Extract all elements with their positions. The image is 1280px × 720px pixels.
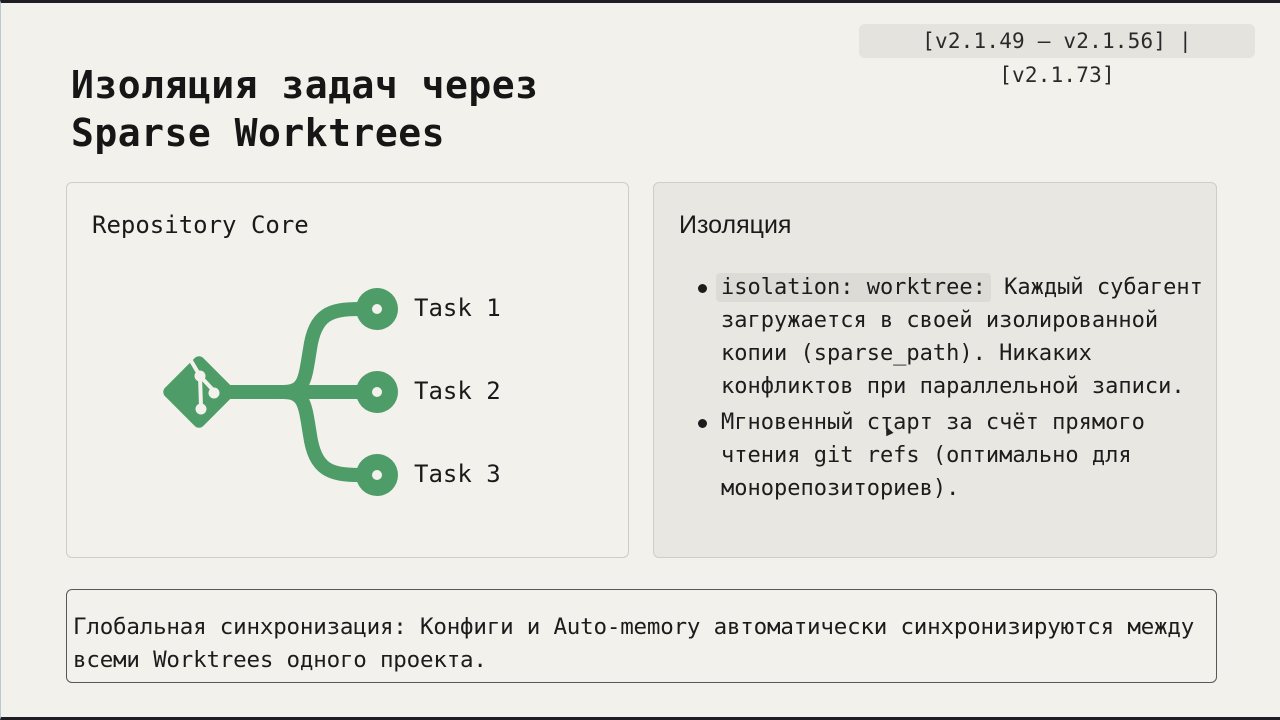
task-label-1: Task 1 (414, 294, 501, 322)
task-label-3: Task 3 (414, 460, 501, 488)
bullet-item-2: Мгновенный старт за счёт прямого чтения … (696, 406, 1206, 505)
bullet-item-1: isolation: worktree: Каждый субагент заг… (696, 271, 1206, 403)
task-node-2 (356, 371, 398, 413)
task-node-3 (356, 454, 398, 496)
task-node-1 (356, 288, 398, 330)
version-badge: [v2.1.49 – v2.1.56] | [v2.1.73] (859, 24, 1255, 87)
repository-core-card: Repository Core (66, 182, 629, 558)
worktree-branch-diagram (163, 288, 398, 496)
isolation-card: Изоляция isolation: worktree: Каждый суб… (653, 182, 1217, 558)
repository-core-title: Repository Core (92, 211, 309, 239)
global-sync-note: Глобальная синхронизация: Конфиги и Auto… (66, 589, 1217, 683)
isolation-title: Изоляция (679, 211, 792, 239)
task-label-2: Task 2 (414, 377, 501, 405)
page-title-line-2: Sparse Worktrees (71, 111, 446, 155)
page-title-line-1: Изоляция задач через (71, 63, 539, 107)
page-title: Изоляция задач через Sparse Worktrees (71, 61, 539, 157)
bullet-text-1: Каждый субагент загружается в своей изол… (721, 275, 1203, 399)
isolation-code-chip: isolation: worktree: (716, 273, 991, 302)
bullet-text-2: Мгновенный старт за счёт прямого чтения … (721, 410, 1145, 501)
isolation-bullet-list: isolation: worktree: Каждый субагент заг… (696, 271, 1206, 508)
